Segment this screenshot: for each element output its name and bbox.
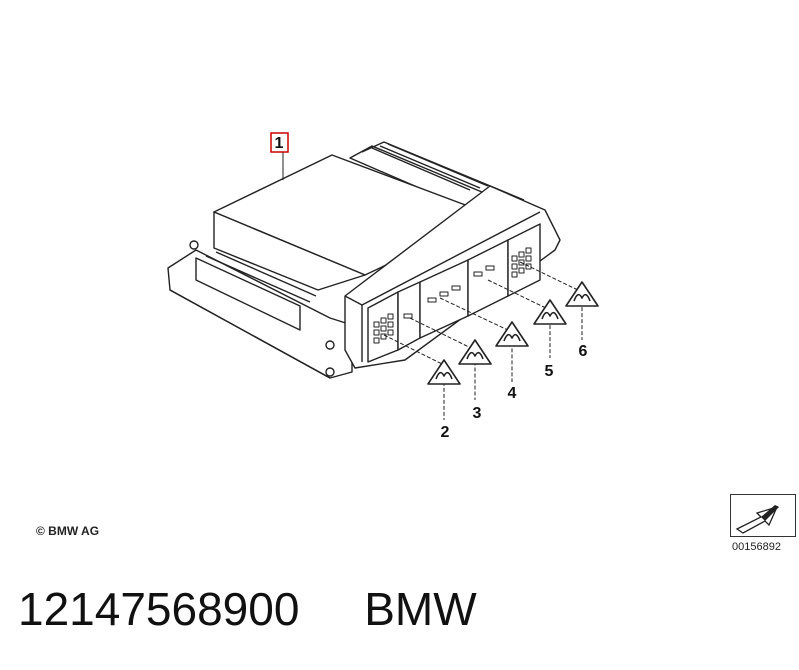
- diagram-id: 00156892: [732, 541, 781, 553]
- next-page-arrow-icon: [735, 505, 779, 534]
- ecu-exploded-diagram: 1 2 3 4 5 6: [167, 132, 599, 441]
- esd-warning-icon: [495, 321, 529, 347]
- copyright-notice: © BMW AG: [36, 524, 100, 538]
- ecu-housing: [167, 141, 561, 379]
- esd-warning-icon: [565, 281, 599, 307]
- callout-5[interactable]: 5: [545, 363, 554, 380]
- esd-warning-icon: [427, 359, 461, 385]
- part-caption: 12147568900 BMW: [18, 582, 477, 636]
- callout-2[interactable]: 2: [441, 424, 450, 441]
- callout-3[interactable]: 3: [473, 405, 482, 422]
- esd-warning-icon: [458, 339, 492, 365]
- callout-1[interactable]: 1: [275, 135, 284, 152]
- callout-6[interactable]: 6: [579, 343, 588, 360]
- callout-4[interactable]: 4: [508, 385, 517, 402]
- callout-1-box: [270, 132, 289, 153]
- next-page-arrow-button[interactable]: [730, 494, 796, 537]
- esd-warning-icon: [533, 299, 567, 325]
- part-number: 12147568900: [18, 583, 300, 635]
- brand-name: BMW: [364, 583, 477, 635]
- esd-warning-icons: [427, 281, 599, 385]
